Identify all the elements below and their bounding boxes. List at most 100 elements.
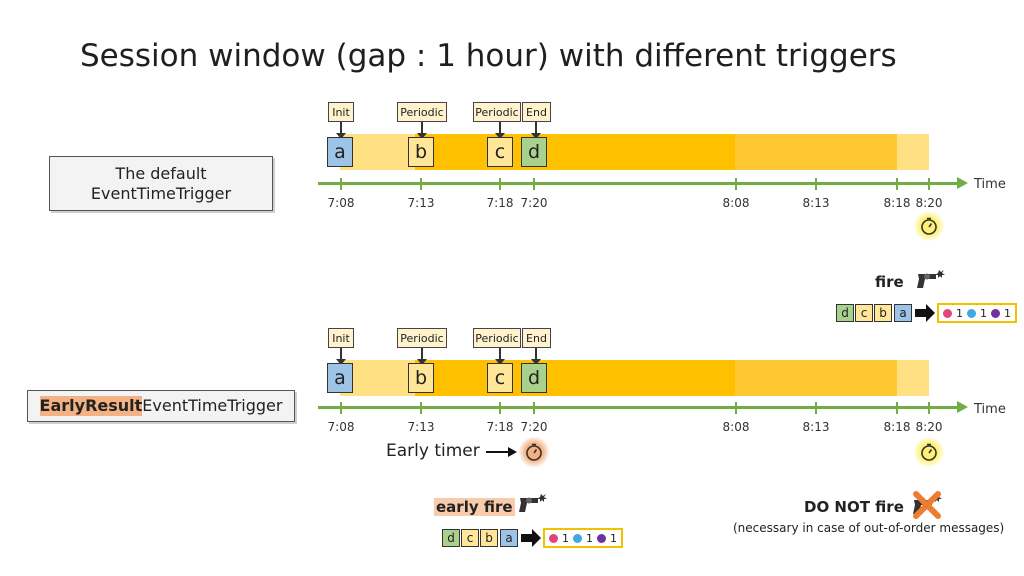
result-count: 1 (610, 531, 617, 545)
axis-tick (928, 402, 930, 414)
periodic-tag: Periodic (397, 328, 447, 348)
periodic-tag: Periodic (473, 102, 521, 122)
cross-icon (913, 491, 941, 519)
axis-tick (815, 178, 817, 190)
periodic-tag: Periodic (473, 328, 521, 348)
stopwatch-icon (519, 437, 549, 467)
result-box: 1 1 1 (543, 528, 623, 548)
right-arrow-icon (915, 304, 935, 322)
tag-arrow (531, 348, 541, 365)
result-count: 1 (956, 306, 963, 320)
axis-tick (340, 402, 342, 414)
axis-tick (340, 178, 342, 190)
axis-tick (896, 402, 898, 414)
time-axis (318, 401, 968, 413)
axis-tick (815, 402, 817, 414)
tick-label: 7:13 (407, 196, 435, 210)
axis-tick (896, 178, 898, 190)
stopwatch-icon (914, 437, 944, 467)
end-tag: End (522, 102, 551, 122)
tick-label: 8:13 (802, 420, 830, 434)
fire-label: fire (875, 273, 904, 291)
tick-label: 8:20 (915, 420, 943, 434)
time-axis (318, 177, 968, 189)
axis-tick (420, 402, 422, 414)
tick-label: 7:20 (520, 420, 548, 434)
blue-dot (573, 533, 582, 543)
axis-label: Time (974, 402, 1006, 417)
buffer-item: b (874, 304, 892, 322)
tick-label: 8:20 (915, 196, 943, 210)
window-segment (735, 134, 897, 170)
tick-label: 7:13 (407, 420, 435, 434)
window-segment (735, 360, 897, 396)
axis-tick (420, 178, 422, 190)
blue-dot (967, 308, 976, 318)
early-trigger-rest: EventTimeTrigger (142, 396, 283, 416)
window-segment (897, 360, 929, 396)
event-a: a (327, 137, 353, 167)
buffer-item: c (855, 304, 873, 322)
purple-dot (597, 533, 606, 543)
early-fire-label: early fire (434, 498, 515, 516)
event-b: b (408, 363, 434, 393)
buffer-item: c (461, 529, 479, 547)
tick-label: 8:08 (722, 196, 750, 210)
tag-arrow (417, 348, 427, 365)
window-segment (415, 360, 735, 396)
tag-arrow (336, 348, 346, 365)
page-title: Session window (gap : 1 hour) with diffe… (80, 38, 897, 74)
axis-tick (533, 402, 535, 414)
axis-tick (735, 178, 737, 190)
end-tag: End (522, 328, 551, 348)
buffer-item: d (836, 304, 854, 322)
init-tag: Init (328, 328, 354, 348)
axis-tick (533, 178, 535, 190)
buffer-item: a (500, 529, 518, 547)
event-a: a (327, 363, 353, 393)
no-fire-label: DO NOT fire (804, 498, 904, 516)
tick-label: 8:08 (722, 420, 750, 434)
periodic-tag: Periodic (397, 102, 447, 122)
buffer-item: d (442, 529, 460, 547)
axis-tick (499, 402, 501, 414)
result-count: 1 (586, 531, 593, 545)
default-trigger-box: The default EventTimeTrigger (49, 156, 273, 211)
tick-label: 8:18 (883, 196, 911, 210)
event-c: c (487, 363, 513, 393)
result-count: 1 (562, 531, 569, 545)
tick-label: 7:18 (486, 196, 514, 210)
revolver-icon (519, 494, 547, 512)
event-b: b (408, 137, 434, 167)
event-d: d (521, 137, 547, 167)
tick-label: 7:20 (520, 196, 548, 210)
pink-dot (943, 308, 952, 318)
purple-dot (991, 308, 1000, 318)
window-segment (897, 134, 929, 170)
early-trigger-highlight: EarlyResult (39, 396, 143, 416)
tag-arrow (495, 348, 505, 365)
window-segment (415, 134, 735, 170)
axis-tick (928, 178, 930, 190)
no-fire-note: (necessary in case of out-of-order messa… (733, 521, 1005, 535)
result-count: 1 (980, 306, 987, 320)
buffer-item: a (894, 304, 912, 322)
axis-tick (735, 402, 737, 414)
tick-label: 7:08 (327, 196, 355, 210)
buffer-item: b (480, 529, 498, 547)
result-box: 1 1 1 (937, 303, 1017, 323)
revolver-icon (917, 270, 945, 288)
pink-dot (549, 533, 558, 543)
tick-label: 8:13 (802, 196, 830, 210)
axis-label: Time (974, 177, 1006, 192)
tag-arrow (336, 122, 346, 139)
result-count: 1 (1004, 306, 1011, 320)
tick-label: 7:18 (486, 420, 514, 434)
event-c: c (487, 137, 513, 167)
axis-tick (499, 178, 501, 190)
tick-label: 7:08 (327, 420, 355, 434)
stopwatch-icon (914, 211, 944, 241)
tag-arrow (531, 122, 541, 139)
tick-label: 8:18 (883, 420, 911, 434)
